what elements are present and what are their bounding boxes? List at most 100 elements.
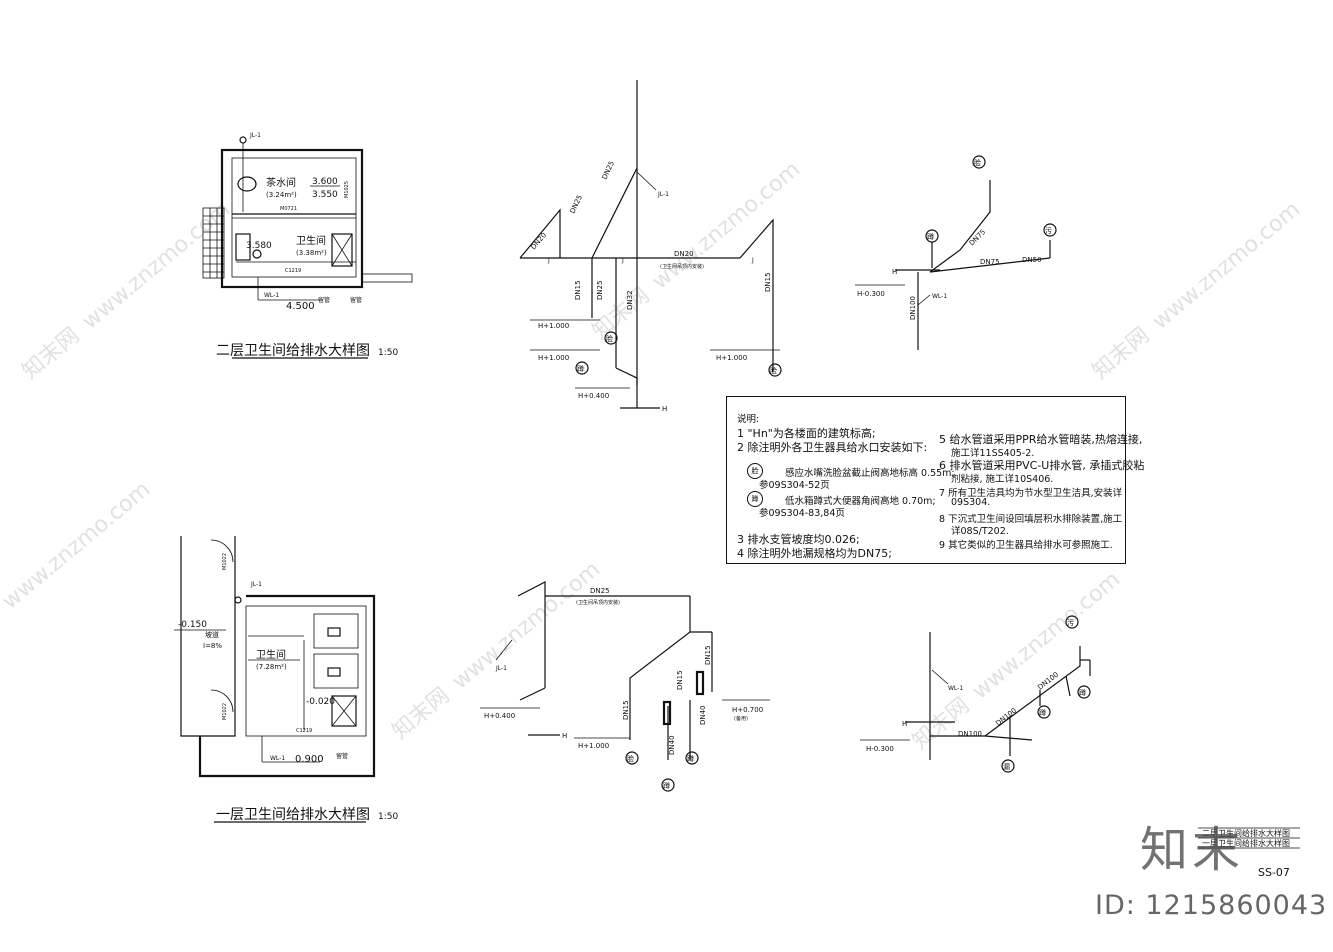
image-id-label: ID: 1215860043 xyxy=(1095,890,1328,921)
lower-plan-wall xyxy=(198,594,376,778)
axo-top-dn20-note: (卫生间吊顶内安装) xyxy=(660,263,704,270)
axo-bottom-fixture-b: 蹲 xyxy=(663,781,670,790)
drain-bottom-leader xyxy=(931,669,949,685)
notes-item-8: 8 下沉式卫生间设回填层积水排除装置,施工 xyxy=(939,514,1123,525)
axo-top-fixture xyxy=(575,361,589,375)
axo-bottom-branch xyxy=(517,581,546,688)
notes-item-2a-ref: 参09S304-52页 xyxy=(759,480,830,491)
lower-plan-door-mid: M1022 xyxy=(222,703,228,720)
watermark-text: www.znzmo.com xyxy=(648,157,805,295)
lower-plan-room-name: 卫生间 xyxy=(256,648,286,661)
title-block-lines xyxy=(1198,827,1300,849)
axo-bottom-fixture-c: 蹲 xyxy=(687,754,694,763)
axo-top-dn25b: DN25 xyxy=(601,160,617,181)
lower-plan-stall xyxy=(313,653,359,689)
axo-top-h3: H+1.000 xyxy=(716,354,747,362)
upper-plan-window: C1219 xyxy=(285,268,301,274)
upper-plan-stair xyxy=(202,207,225,279)
notes-item-3: 3 排水支管坡度均0.026; xyxy=(737,533,860,546)
drain-bottom-riser xyxy=(1065,675,1071,697)
drain-bottom-branch xyxy=(984,646,1081,737)
drain-top-fixture xyxy=(925,229,939,243)
upper-plan-label-a: 留管 xyxy=(318,296,330,304)
drain-bottom-fixture xyxy=(1001,759,1015,773)
axo-bottom-dn25-note: (卫生间吊顶内安装) xyxy=(576,599,620,606)
axo-bottom-h1: H+0.400 xyxy=(484,712,515,720)
axo-top-h: H xyxy=(662,405,667,413)
upper-plan-riser xyxy=(239,136,247,144)
axo-bottom-jl: JL-1 xyxy=(495,665,507,672)
watermark-text: www.znzmo.com xyxy=(448,557,605,695)
axo-bottom-fixture xyxy=(685,751,699,765)
drain-bottom-h: H xyxy=(902,720,907,728)
watermark-text: www.znzmo.com xyxy=(1148,197,1305,335)
drain-top-branch xyxy=(929,180,991,273)
drain-top-dn75b: DN75 xyxy=(980,258,1000,266)
titleblock-line2: 一层卫生间给排水大样图 xyxy=(1202,839,1290,848)
axo-top-node: J xyxy=(621,257,624,264)
watermark-text: 知末网 xyxy=(908,693,975,755)
axo-top-fixture-b: 蹲 xyxy=(577,364,584,373)
axo-top-node: J xyxy=(751,257,754,264)
drain-top-fixture xyxy=(1043,223,1057,237)
notes-item-1: 1 "Hn"为各楼面的建筑标高; xyxy=(737,427,876,440)
drain-bottom-riser xyxy=(984,735,1033,741)
upper-plan-door-side: M1025 xyxy=(344,181,350,198)
axo-top-jl: JL-1 xyxy=(657,191,669,198)
axo-top-branch xyxy=(519,208,561,259)
upper-plan-room1-elev: 3.600 xyxy=(312,177,338,187)
lower-plan: M1022 M1022 JL-1 -0.150 坡道 I=8% 卫生间 (7.2… xyxy=(174,536,376,823)
axo-top-h1: H+1.000 xyxy=(538,322,569,330)
drain-top-fixture-c: 污 xyxy=(1045,227,1052,235)
watermark-text: 知末网 xyxy=(18,323,85,385)
axo-bottom-h3-note: (备用) xyxy=(734,715,748,722)
drain-top-leader xyxy=(917,294,931,306)
lower-plan-stall xyxy=(313,613,359,649)
lower-plan-shower-x xyxy=(331,695,357,727)
upper-plan: JL-1 茶水间 (3.24m²) 3.600 3.550 M0721 M102… xyxy=(202,132,413,359)
notes-item-6b: 剂粘接, 施工详10S406. xyxy=(951,474,1054,485)
axo-top-node: J xyxy=(547,257,550,264)
axo-bottom-dn15c: DN15 xyxy=(704,645,712,665)
lower-plan-corridor xyxy=(180,536,236,737)
upper-plan-ledge xyxy=(361,273,413,283)
axo-bottom: H DN25 (卫生间吊顶内安装) JL-1 DN15 DN15 DN15 DN… xyxy=(480,581,770,792)
axo-top-branch-r xyxy=(739,218,774,372)
drain-top-h: H xyxy=(892,268,897,276)
axo-top-h2: H+1.000 xyxy=(538,354,569,362)
lower-plan-slope-label: 坡道 xyxy=(205,630,219,639)
notes-item-7: 7 所有卫生洁具均为节水型卫生洁具,安装详 xyxy=(939,488,1123,499)
upper-plan-toilet xyxy=(235,233,251,261)
notes-item-7b: 09S304. xyxy=(951,497,991,508)
axo-top-dn20l: DN20 xyxy=(529,231,548,251)
axo-top-dn32: DN32 xyxy=(626,290,634,310)
lower-plan-room-elev: -0.020 xyxy=(306,697,335,707)
drain-top-fixture-b: 蹲 xyxy=(927,232,934,241)
notes-badge-a: 脸 xyxy=(747,463,763,479)
axo-top-dn15a: DN15 xyxy=(574,280,582,300)
upper-plan-room1-elev2: 3.550 xyxy=(312,190,338,200)
upper-plan-stair-grid xyxy=(203,208,224,278)
axo-top: JL-1 H DN20 DN25 DN25 DN15 DN25 DN32 DN2… xyxy=(519,80,782,413)
drain-bottom-fixture-b: 蹲 xyxy=(1079,688,1086,697)
axo-top-dn20: DN20 xyxy=(674,250,694,258)
lower-plan-slope-val: I=8% xyxy=(203,642,222,650)
axo-top-dn15b: DN25 xyxy=(596,280,604,300)
watermark-text: 知末网 xyxy=(1088,323,1155,385)
drain-top-fixture xyxy=(972,155,986,169)
axo-bottom-dn15b: DN15 xyxy=(676,670,684,690)
upper-plan-label-b: 留管 xyxy=(350,296,362,304)
watermark-text: www.znzmo.com xyxy=(78,197,235,335)
axo-bottom-valve xyxy=(695,670,705,696)
axo-bottom-fixture xyxy=(625,751,639,765)
upper-plan-elev-out: 4.500 xyxy=(286,301,315,312)
lower-plan-shower xyxy=(331,695,357,727)
drain-bottom-fixture xyxy=(1077,685,1091,699)
drain-top-dn100: DN100 xyxy=(909,296,917,320)
upper-plan-scale: 1:50 xyxy=(378,348,399,358)
axo-bottom-leader xyxy=(495,639,513,661)
drain-bottom-dn100a: DN100 xyxy=(958,730,982,738)
axo-bottom-dn40b: DN40 xyxy=(699,705,707,725)
